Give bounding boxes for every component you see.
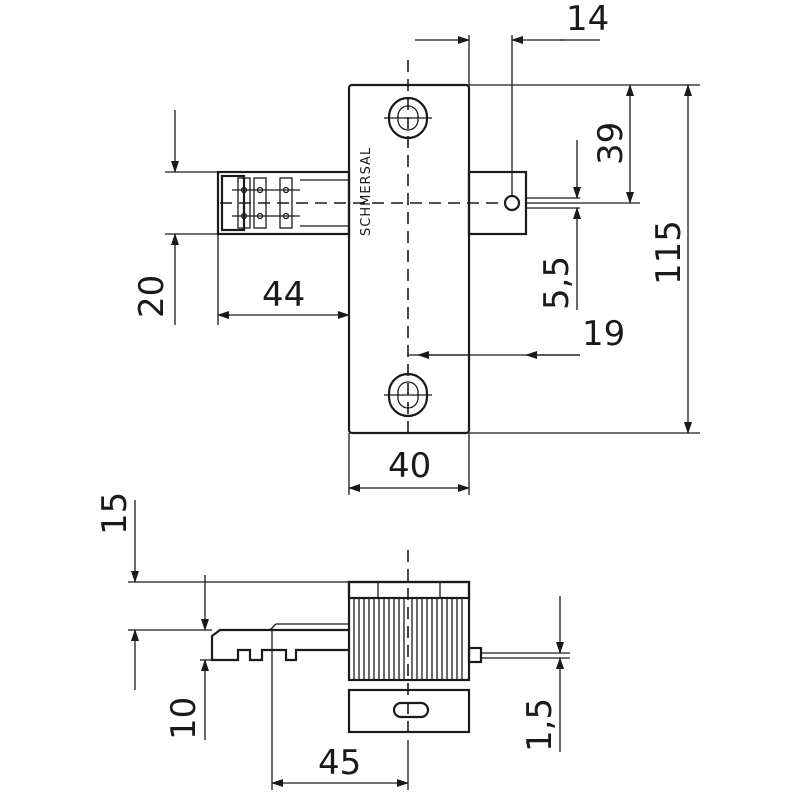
dim-44: 44 [262,275,305,315]
dim-20: 20 [132,275,172,318]
side-view: 15 10 45 1,5 [95,492,570,790]
top-view: SCHMERSAL [132,0,700,495]
mounting-slot-upper [384,96,432,140]
dim-1-5: 1,5 [520,698,560,752]
actuator-left [216,170,351,236]
dim-45: 45 [318,743,361,783]
dim-14: 14 [566,0,609,39]
dim-19: 19 [582,314,625,354]
brand-label: SCHMERSAL [359,147,374,236]
switch-body [347,83,471,435]
dim-40: 40 [388,446,431,486]
dim-5-5: 5,5 [537,256,577,310]
dim-39: 39 [591,122,631,165]
side-actuator [210,623,349,662]
side-actuator-right [467,646,570,664]
side-base [347,688,471,734]
dim-10: 10 [164,697,204,740]
ribbed-cover [353,598,463,680]
dim-15: 15 [95,492,135,535]
side-body [347,580,471,682]
dim-115: 115 [649,220,689,285]
mounting-slot-lower [384,372,432,418]
